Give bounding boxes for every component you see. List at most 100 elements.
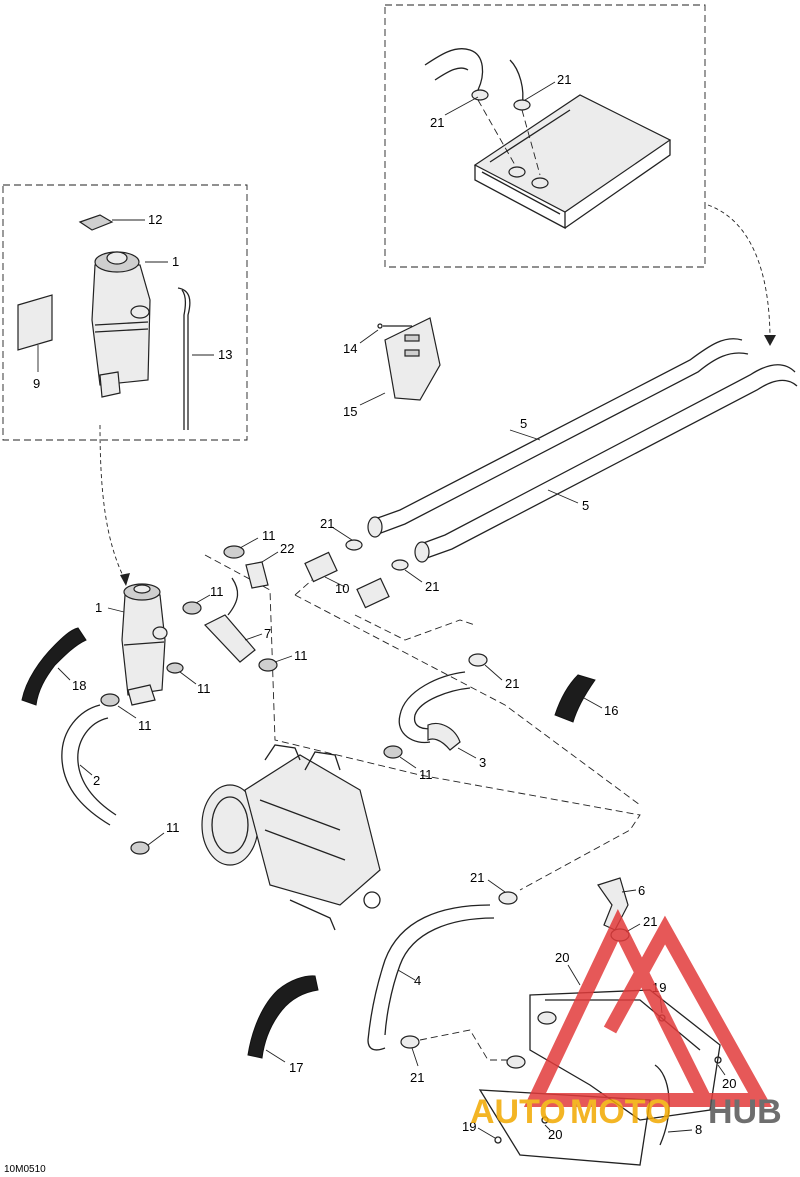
- callout-label: 21: [557, 72, 571, 87]
- callout-20-right: 20: [717, 1064, 736, 1091]
- callout-6: 6: [621, 883, 645, 898]
- callout-label: 10: [335, 581, 349, 596]
- callout-label: 21: [430, 115, 444, 130]
- callout-20-top: 20: [555, 950, 581, 986]
- automotohub-watermark: AUTO MOTO HUB: [470, 908, 782, 1131]
- callout-21-inset-a: 21: [430, 96, 479, 130]
- callout-label: 5: [520, 416, 527, 431]
- couplers: 21 21 10: [304, 516, 439, 609]
- callout-2: 2: [79, 764, 100, 788]
- hose-16: 16: [554, 674, 618, 723]
- callout-label: 20: [548, 1127, 562, 1142]
- callout-label: 16: [604, 703, 618, 718]
- assembly-guide-line: [354, 614, 476, 641]
- callout-label: 20: [722, 1076, 736, 1091]
- reservoir-tank: 1 11: [95, 583, 211, 706]
- callout-label: 7: [264, 626, 271, 641]
- callout-21-pipes-b: 21: [404, 569, 439, 594]
- callout-label: 8: [695, 1122, 702, 1137]
- callout-4: 4: [397, 969, 421, 988]
- callout-12: 12: [112, 212, 162, 227]
- callout-label: 12: [148, 212, 162, 227]
- callout-label: 6: [638, 883, 645, 898]
- reservoir-cap: [78, 214, 114, 231]
- long-coolant-pipes: 5 5: [367, 338, 798, 563]
- callout-label: 11: [197, 681, 211, 696]
- callout-11-d: 11: [179, 671, 211, 696]
- callout-label: 14: [343, 341, 357, 356]
- callout-14: 14: [343, 329, 379, 356]
- callout-label: 13: [218, 347, 232, 362]
- callout-label: 15: [343, 404, 357, 419]
- callout-11-c: 11: [274, 648, 308, 663]
- callout-label: 21: [643, 914, 657, 929]
- radiator-inset: 21 21: [384, 4, 706, 268]
- assembly-guide-line: [294, 579, 641, 806]
- callout-label: 18: [72, 678, 86, 693]
- callout-label: 19: [462, 1119, 476, 1134]
- callout-21-inset-b: 21: [524, 72, 571, 101]
- callout-20-bottom: 20: [544, 1124, 562, 1142]
- callout-21-hose-4-bottom: 21: [410, 1047, 424, 1085]
- callout-label: 11: [262, 528, 276, 543]
- callout-label: 1: [95, 600, 102, 615]
- callout-8: 8: [667, 1122, 702, 1137]
- heat-exchanger: [473, 94, 672, 230]
- hose-4: 21 4 21: [367, 870, 518, 1085]
- callout-21-hose-4-top: 21: [470, 870, 506, 893]
- callout-1-inset: 1: [145, 254, 179, 269]
- reservoir-inset: 12 1 13 9: [2, 184, 248, 441]
- callout-22: 22: [261, 541, 294, 563]
- callout-11-f: 11: [147, 820, 180, 846]
- callout-label: 4: [414, 973, 421, 988]
- callout-13: 13: [192, 347, 232, 362]
- engine-block: [201, 744, 381, 931]
- callout-label: 11: [294, 648, 308, 663]
- callout-21-fitting: 21: [625, 914, 657, 933]
- callout-19-bottom: 19: [462, 1119, 496, 1139]
- callout-label: 21: [425, 579, 439, 594]
- callout-label: 21: [505, 676, 519, 691]
- callout-label: 11: [210, 584, 224, 599]
- assembly-guide-line: [419, 1029, 515, 1061]
- callout-21-hose-3: 21: [484, 664, 519, 691]
- watermark-triangle-right: [603, 915, 772, 1107]
- callout-21-pipes-a: 21: [320, 516, 353, 541]
- callout-1-main: 1: [95, 600, 125, 615]
- arrow-head: [764, 335, 776, 346]
- hose-3: 21 3 11: [383, 653, 519, 782]
- bracket-with-screw: 14 15: [343, 317, 441, 419]
- callout-10: 10: [324, 576, 349, 596]
- callout-9: 9: [33, 345, 40, 391]
- inset-hoses: [424, 48, 541, 176]
- callout-11-a: 11: [239, 528, 276, 549]
- callout-label: 11: [419, 767, 433, 782]
- watermark-text-moto: MOTO: [570, 1093, 671, 1131]
- callout-label: 5: [582, 498, 589, 513]
- callout-5-top: 5: [509, 416, 541, 441]
- watermark-text-auto: AUTO: [470, 1093, 566, 1131]
- reservoir-link-arrow: [99, 424, 126, 581]
- callout-3: 3: [457, 747, 486, 770]
- decal-label: [17, 294, 53, 351]
- callout-label: 21: [320, 516, 334, 531]
- small-hose-group: 11 22 11 7 11: [182, 528, 308, 672]
- radiator-inset-frame: [384, 4, 706, 268]
- callout-label: 22: [280, 541, 294, 556]
- reservoir-tank-detail: [91, 251, 151, 398]
- overflow-tube: [177, 287, 191, 430]
- callout-label: 2: [93, 773, 100, 788]
- callout-18: 18: [57, 667, 86, 693]
- arrow-head: [120, 573, 130, 586]
- callout-label: 9: [33, 376, 40, 391]
- callout-17: 17: [265, 1049, 303, 1075]
- callout-16: 16: [583, 697, 618, 718]
- reservoir-inset-frame: [2, 184, 248, 441]
- figure-code: 10M0510: [4, 1164, 46, 1175]
- callout-5-bottom: 5: [547, 489, 589, 513]
- watermark-triangle-left: [523, 908, 717, 1107]
- hose-17: 17: [247, 975, 319, 1075]
- callout-11-g: 11: [399, 756, 433, 782]
- callout-7: 7: [244, 626, 271, 641]
